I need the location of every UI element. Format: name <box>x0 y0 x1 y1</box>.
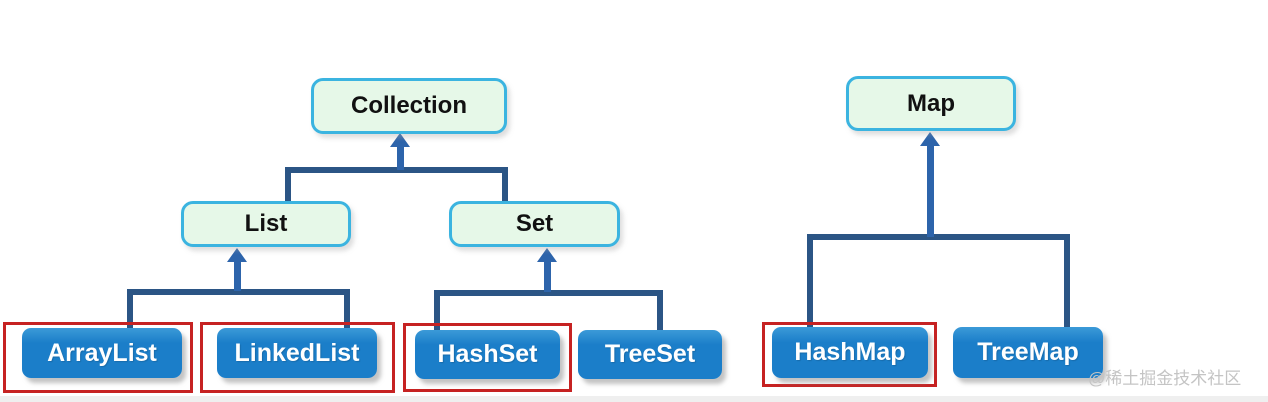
arrow-shaft-to-collection <box>397 145 404 170</box>
branch-list-horizontal <box>127 289 350 295</box>
branch-list-left-leg <box>127 289 133 329</box>
highlight-frame-arraylist <box>3 322 193 393</box>
arrowhead-to-collection <box>390 133 410 147</box>
arrow-shaft-to-map <box>927 145 934 237</box>
branch-collection-horizontal <box>285 167 508 173</box>
branch-map-right-leg <box>1064 234 1070 328</box>
node-map: Map <box>846 76 1016 131</box>
node-treeset: TreeSet <box>578 330 722 379</box>
node-linkedlist: LinkedList <box>217 328 377 378</box>
arrow-shaft-to-set <box>544 261 551 292</box>
branch-set-left-leg <box>434 290 440 331</box>
arrowhead-to-list <box>227 248 247 262</box>
branch-collection-right-leg <box>502 167 508 207</box>
node-set: Set <box>449 201 620 247</box>
branch-set-horizontal <box>434 290 663 296</box>
watermark: @稀土掘金技术社区 <box>1088 369 1242 388</box>
branch-map-horizontal <box>807 234 1070 240</box>
branch-set-right-leg <box>657 290 663 331</box>
branch-list-right-leg <box>344 289 350 329</box>
branch-map-left-leg <box>807 234 813 328</box>
bottom-edge-strip <box>0 396 1268 402</box>
node-list: List <box>181 201 351 247</box>
node-treemap: TreeMap <box>953 327 1103 378</box>
arrowhead-to-set <box>537 248 557 262</box>
arrow-shaft-to-list <box>234 261 241 291</box>
arrowhead-to-map <box>920 132 940 146</box>
node-collection: Collection <box>311 78 507 134</box>
highlight-frame-hashmap <box>762 322 937 387</box>
highlight-frame-hashset <box>403 323 572 392</box>
node-arraylist: ArrayList <box>22 328 182 378</box>
node-hashset: HashSet <box>415 330 560 379</box>
branch-collection-left-leg <box>285 167 291 207</box>
node-hashmap: HashMap <box>772 327 928 378</box>
highlight-frame-linkedlist <box>200 322 395 393</box>
